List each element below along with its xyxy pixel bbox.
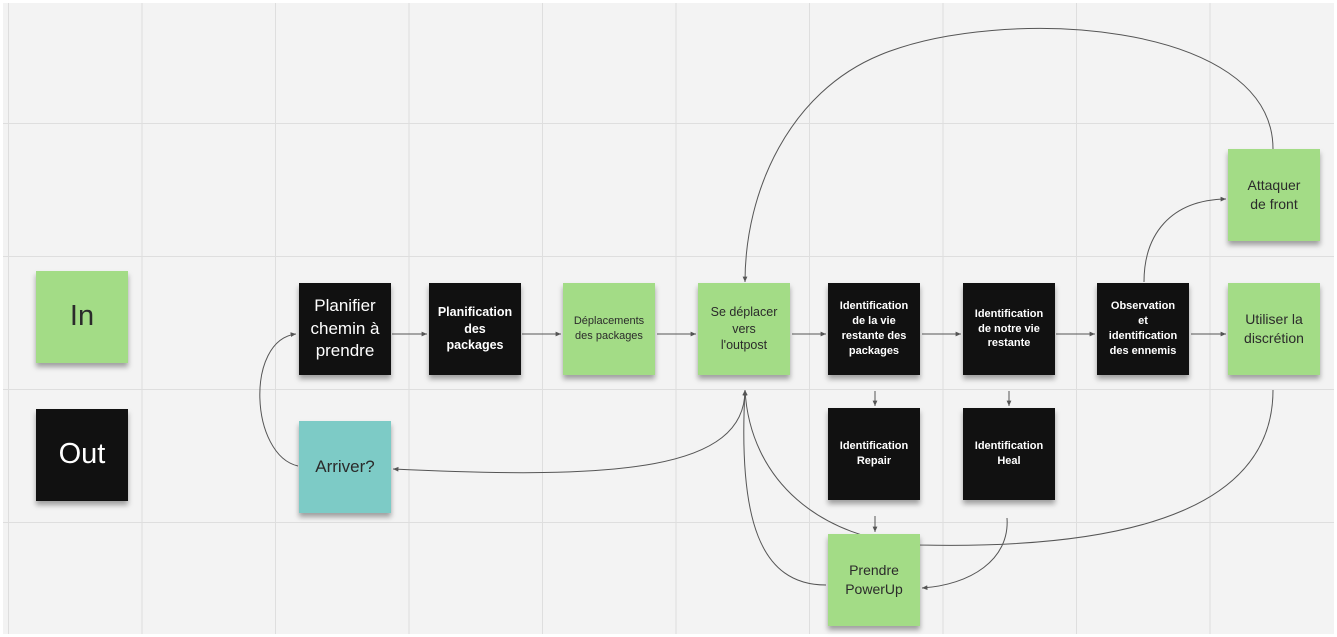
note-id-vie-packages-label: Identification de la vie restante des pa… [839, 300, 909, 357]
note-id-repair[interactable]: Identification Repair [828, 408, 920, 500]
note-utiliser-discretion[interactable]: Utiliser la discrétion [1228, 283, 1320, 375]
arrow-arriver-to-planifier [259, 332, 299, 467]
note-prendre-powerup-label: Prendre PowerUp [845, 562, 903, 597]
legend-in-note: In [36, 271, 128, 363]
note-id-notre-vie-label: Identification de notre vie restante [974, 307, 1044, 350]
note-planification-packages[interactable]: Planification des packages [429, 283, 521, 375]
note-id-repair-label: Identification Repair [839, 440, 909, 467]
note-se-deplacer-outpost[interactable]: Se déplacer vers l'outpost [698, 283, 790, 375]
note-attaquer-front[interactable]: Attaquer de front [1228, 149, 1320, 241]
note-id-vie-packages[interactable]: Identification de la vie restante des pa… [828, 283, 920, 375]
arrow-attaquer-to-se-deplacer [742, 27, 1274, 283]
note-observation-ennemis-label: Observation et identification des ennemi… [1108, 300, 1178, 357]
note-planification-packages-label: Planification des packages [437, 304, 513, 353]
note-deplacements-packages-label: Déplacements des packages [573, 315, 645, 342]
note-utiliser-discretion-label: Utiliser la discrétion [1244, 311, 1304, 346]
note-id-heal-label: Identification Heal [974, 440, 1044, 467]
arrow-id-heal-to-powerup [921, 517, 1008, 591]
note-attaquer-front-label: Attaquer de front [1247, 177, 1301, 212]
note-deplacements-packages[interactable]: Déplacements des packages [563, 283, 655, 375]
arrow-powerup-to-se-deplacer [742, 389, 827, 586]
arrow-discretion-to-se-deplacer [742, 389, 1274, 546]
note-planifier-chemin[interactable]: Planifier chemin à prendre [299, 283, 391, 375]
arrow-observation-to-attaquer [1143, 196, 1227, 283]
legend-out-note: Out [36, 409, 128, 501]
note-planifier-chemin-label: Planifier chemin à prendre [310, 295, 380, 361]
note-prendre-powerup[interactable]: Prendre PowerUp [828, 534, 920, 626]
note-arriver[interactable]: Arriver? [299, 421, 391, 513]
note-observation-ennemis[interactable]: Observation et identification des ennemi… [1097, 283, 1189, 375]
legend-out-label: Out [58, 438, 106, 471]
note-se-deplacer-outpost-label: Se déplacer vers l'outpost [710, 304, 778, 353]
note-id-heal[interactable]: Identification Heal [963, 408, 1055, 500]
legend-in-label: In [69, 300, 95, 333]
note-id-notre-vie[interactable]: Identification de notre vie restante [963, 283, 1055, 375]
note-arriver-label: Arriver? [315, 456, 375, 476]
arrow-se-deplacer-to-arriver [392, 389, 746, 474]
